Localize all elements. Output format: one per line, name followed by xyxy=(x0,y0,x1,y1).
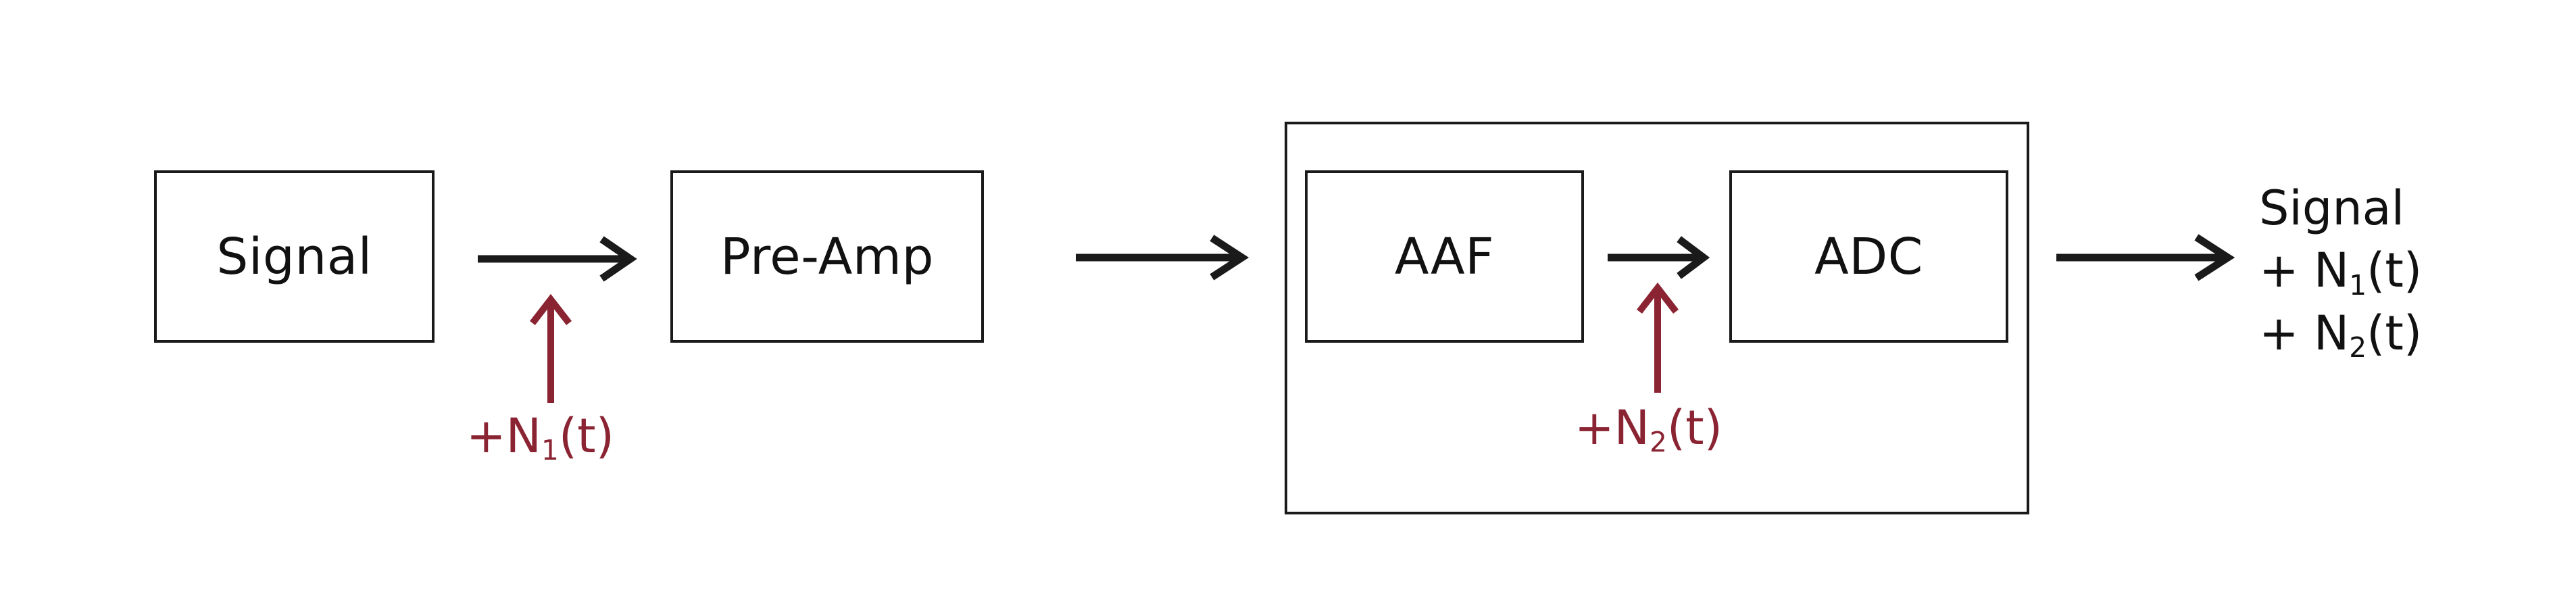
noise-arrow-1 xyxy=(529,293,572,403)
output-line-noise-1-suffix: (t) xyxy=(2367,243,2423,299)
block-aaf-label: AAF xyxy=(1394,227,1495,286)
noise-label-1-subscript: 1 xyxy=(541,434,559,467)
output-line-signal: Signal xyxy=(2259,180,2405,236)
adc-subsystem-group xyxy=(1285,122,2029,514)
block-signal-label: Signal xyxy=(216,227,372,286)
noise-label-2-suffix: (t) xyxy=(1666,400,1723,456)
noise-label-2: +N2(t) xyxy=(1575,404,1723,456)
output-line-noise-2-suffix: (t) xyxy=(2367,305,2423,361)
arrow-signal-to-preamp xyxy=(478,236,637,282)
noise-label-2-subscript: 2 xyxy=(1650,426,1667,459)
noise-label-1: +N1(t) xyxy=(466,412,614,464)
block-aaf[interactable]: AAF xyxy=(1305,170,1584,343)
noise-label-1-prefix: +N xyxy=(466,408,542,464)
noise-label-1-suffix: (t) xyxy=(558,408,614,464)
output-line-noise-2-prefix: + N xyxy=(2259,305,2350,361)
arrow-preamp-to-subsystem xyxy=(1076,235,1249,281)
block-signal[interactable]: Signal xyxy=(154,170,435,343)
noise-arrow-2 xyxy=(1636,282,1679,393)
noise-label-2-prefix: +N xyxy=(1575,400,1650,456)
block-adc[interactable]: ADC xyxy=(1729,170,2008,343)
block-preamp-label: Pre-Amp xyxy=(720,227,934,286)
block-adc-label: ADC xyxy=(1814,227,1923,286)
output-line-noise-2: + N2(t) xyxy=(2259,302,2422,364)
arrow-subsystem-to-output xyxy=(2056,234,2235,281)
output-line-noise-1-prefix: + N xyxy=(2259,243,2350,299)
output-line-noise-2-subscript: 2 xyxy=(2349,331,2367,364)
block-preamp[interactable]: Pre-Amp xyxy=(670,170,984,343)
output-line-noise-1-subscript: 1 xyxy=(2349,268,2367,301)
output-summation-text: Signal + N1(t) + N2(t) xyxy=(2259,177,2422,364)
arrow-aaf-to-adc xyxy=(1608,236,1710,279)
output-line-noise-1: + N1(t) xyxy=(2259,239,2422,301)
